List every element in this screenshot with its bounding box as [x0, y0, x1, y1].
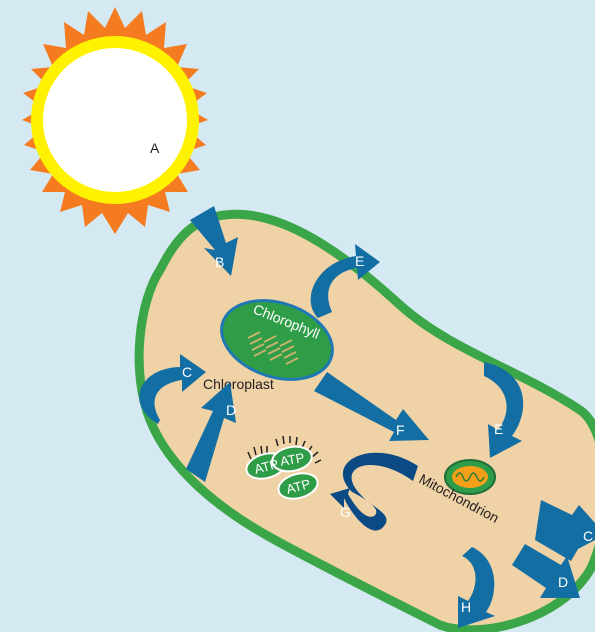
- sun: A: [22, 7, 208, 234]
- label-e-right: E: [494, 421, 503, 437]
- label-d-right: D: [558, 574, 568, 590]
- label-g: G: [340, 504, 351, 520]
- label-a: A: [150, 140, 160, 156]
- label-d-left: D: [226, 402, 236, 418]
- label-e-top: E: [355, 253, 364, 269]
- sun-core: [43, 48, 187, 192]
- label-f: F: [396, 422, 405, 438]
- label-b: B: [215, 254, 224, 270]
- label-c-left: C: [182, 364, 192, 380]
- label-h: H: [461, 599, 471, 615]
- chloroplast-label: Chloroplast: [203, 376, 274, 392]
- label-c-right: C: [583, 528, 593, 544]
